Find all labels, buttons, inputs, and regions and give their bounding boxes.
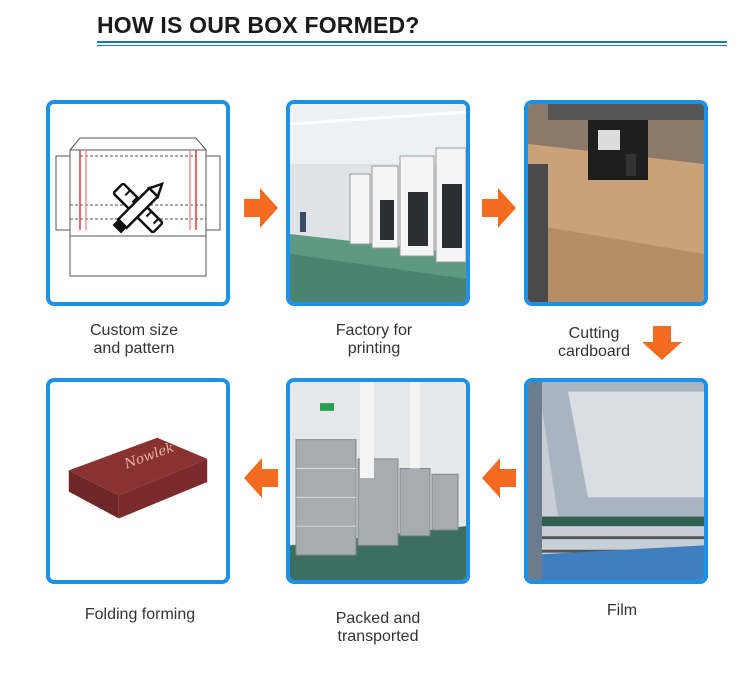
step-card-film <box>524 378 708 584</box>
page-title: HOW IS OUR BOX FORMED? <box>97 12 420 38</box>
step-caption-film: Film <box>606 602 638 619</box>
step-card-packed <box>286 378 470 584</box>
box-pattern-diagram <box>55 137 221 277</box>
arrow-left-icon <box>244 458 278 498</box>
cutter-photo <box>528 104 704 302</box>
title-underline <box>97 41 727 43</box>
arrow-left-icon <box>482 458 516 498</box>
arrow-right-icon <box>482 188 516 228</box>
step-caption-folding: Folding forming <box>84 606 196 623</box>
step-card-custom-pattern <box>46 100 230 306</box>
title-underline-thin <box>97 45 727 46</box>
step-card-folding: Nowlek <box>46 378 230 584</box>
step-card-factory <box>286 100 470 306</box>
step-card-cutting <box>524 100 708 306</box>
factory-photo <box>290 104 466 302</box>
arrow-right-icon <box>244 188 278 228</box>
arrow-down-icon <box>642 326 682 360</box>
film-photo <box>528 382 704 580</box>
box-photo: Nowlek <box>53 382 223 580</box>
warehouse-photo <box>290 382 466 580</box>
